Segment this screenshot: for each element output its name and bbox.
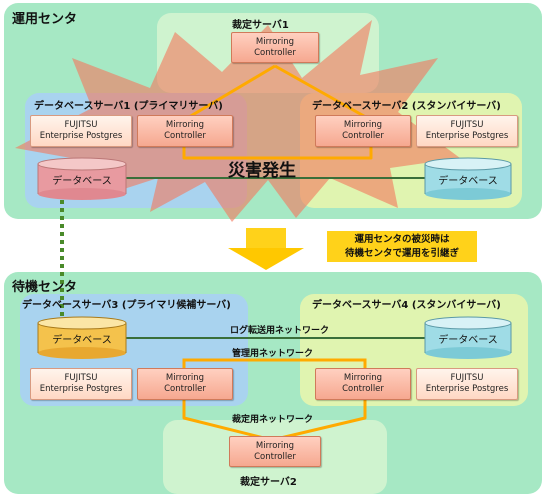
mirroring-controller-db1: Mirroring Controller [137, 115, 233, 147]
primary-center-title: 運用センタ [12, 12, 78, 27]
mirroring-controller-judge2: Mirroring Controller [229, 436, 321, 467]
mirroring-controller-db3: Mirroring Controller [137, 368, 233, 400]
judge-server1-title: 裁定サーバ1 [232, 20, 289, 31]
db-server1-title: データベースサーバ1 (プライマリサーバ) [34, 101, 223, 112]
fujitsu-postgres-db3: FUJITSU Enterprise Postgres [30, 368, 132, 400]
database-label-4: データベース [438, 335, 498, 346]
mirroring-controller-judge1: Mirroring Controller [231, 32, 319, 63]
disaster-label: 災害発生 [228, 161, 296, 181]
fujitsu-postgres-db2: FUJITSU Enterprise Postgres [416, 115, 518, 147]
down-arrow-icon [228, 228, 304, 270]
mirroring-controller-db2: Mirroring Controller [315, 115, 411, 147]
judge-server2-title: 裁定サーバ2 [240, 477, 297, 488]
db-server2-title: データベースサーバ2 (スタンバイサーバ) [312, 101, 501, 112]
arbitration-network-label: 裁定用ネットワーク [232, 415, 314, 425]
standby-center-title: 待機センタ [12, 280, 78, 295]
database-label-2: データベース [438, 176, 498, 187]
mirroring-controller-db4: Mirroring Controller [315, 368, 411, 400]
fujitsu-postgres-db1: FUJITSU Enterprise Postgres [30, 115, 132, 147]
fujitsu-postgres-db4: FUJITSU Enterprise Postgres [416, 368, 518, 400]
database-cylinder-2 [424, 157, 512, 200]
database-label-1: データベース [52, 176, 112, 187]
log-transfer-network-label: ログ転送用ネットワーク [230, 326, 330, 336]
db-server4-title: データベースサーバ4 (スタンバイサーバ) [312, 300, 501, 311]
db-server3-title: データベースサーバ3 (プライマリ候補サーバ) [22, 300, 231, 311]
database-cylinder-4 [424, 316, 512, 359]
management-network-label: 管理用ネットワーク [232, 349, 314, 359]
database-cylinder-3 [37, 316, 127, 359]
failover-note: 運用センタの被災時は 待機センタで運用を引継ぎ [327, 231, 477, 262]
database-cylinder-1 [37, 157, 127, 200]
database-label-3: データベース [52, 335, 112, 346]
